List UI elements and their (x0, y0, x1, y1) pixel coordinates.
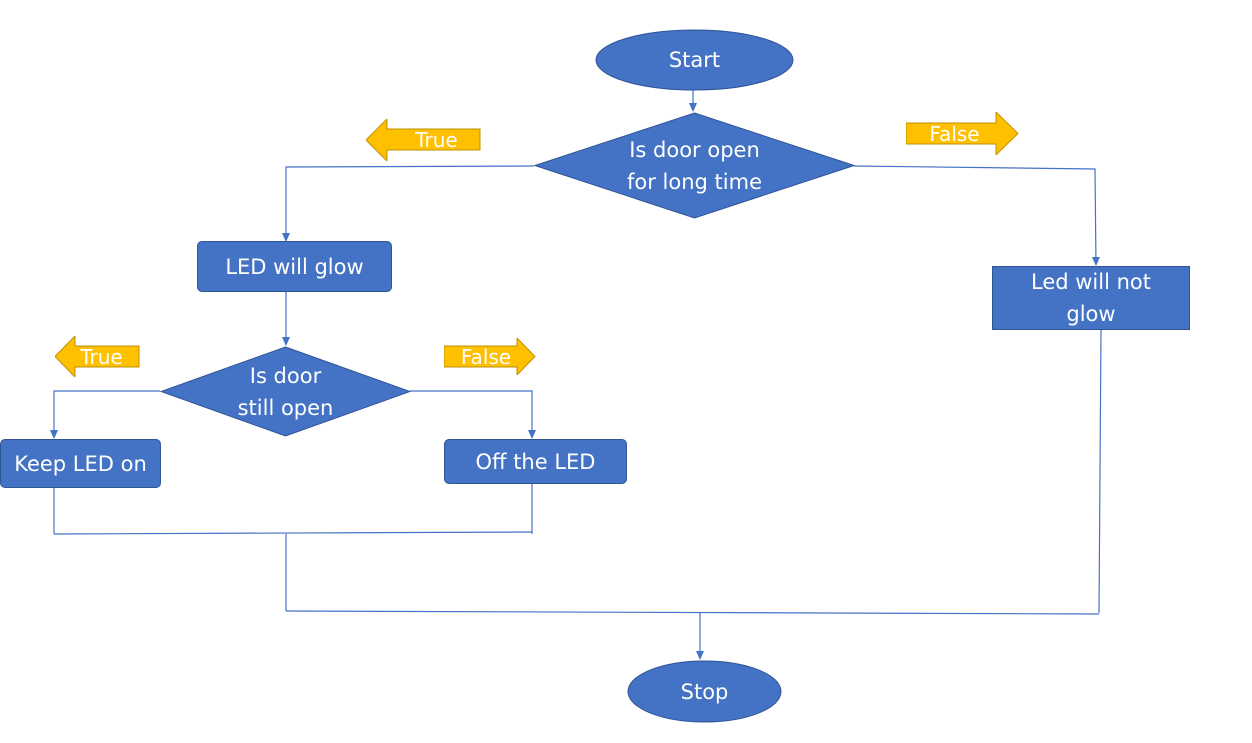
false-arrow-tag-mid: False (444, 338, 536, 375)
false-arrow-tag-top: False (906, 112, 1019, 155)
decision-diamond-shape (160, 346, 411, 437)
led-will-glow-node: LED will glow (197, 241, 392, 292)
off-the-led-node: Off the LED (444, 439, 627, 484)
off-the-led-label: Off the LED (475, 449, 596, 474)
led-will-not-glow-label: Led will not glow (1030, 270, 1151, 326)
true-tag-label: True (80, 344, 123, 369)
left-arrow-icon (55, 336, 140, 377)
decision-diamond-shape (534, 112, 855, 219)
true-tag-label: True (415, 128, 458, 152)
keep-led-on-label: Keep LED on (14, 451, 147, 476)
left-arrow-icon (366, 119, 481, 161)
connector-led-not-glow-down (1098, 329, 1102, 614)
connector-left-merge (53, 531, 533, 535)
false-tag-label: False (460, 344, 512, 369)
connector-false-to-off-led (410, 390, 536, 439)
right-arrow-icon (906, 112, 1019, 155)
decision-door-open-long: Is door open for long time (534, 112, 855, 219)
connector-true-to-led-glow (282, 165, 535, 242)
stop-node: Stop (627, 660, 782, 723)
led-will-glow-label: LED will glow (225, 254, 364, 279)
connector-true-to-keep-led (50, 390, 160, 439)
false-tag-label: False (929, 121, 980, 146)
start-ellipse-shape (595, 29, 794, 91)
led-will-not-glow-node: Led will not glow (992, 266, 1190, 330)
true-arrow-tag-top: True (366, 119, 481, 161)
decision-door-still-open-label: Is door still open (237, 363, 334, 420)
connector-bottom-merge (285, 610, 1100, 615)
stop-label: Stop (680, 679, 729, 704)
connector-false-to-led-not-glow (853, 165, 1100, 266)
stop-ellipse-shape (627, 660, 782, 723)
start-node: Start (595, 29, 794, 91)
true-arrow-tag-mid: True (55, 336, 140, 377)
right-arrow-icon (444, 338, 536, 375)
decision-door-still-open: Is door still open (160, 346, 411, 437)
start-label: Start (668, 48, 721, 72)
keep-led-on-node: Keep LED on (0, 439, 161, 488)
decision-door-open-long-label: Is door open for long time (627, 137, 762, 194)
